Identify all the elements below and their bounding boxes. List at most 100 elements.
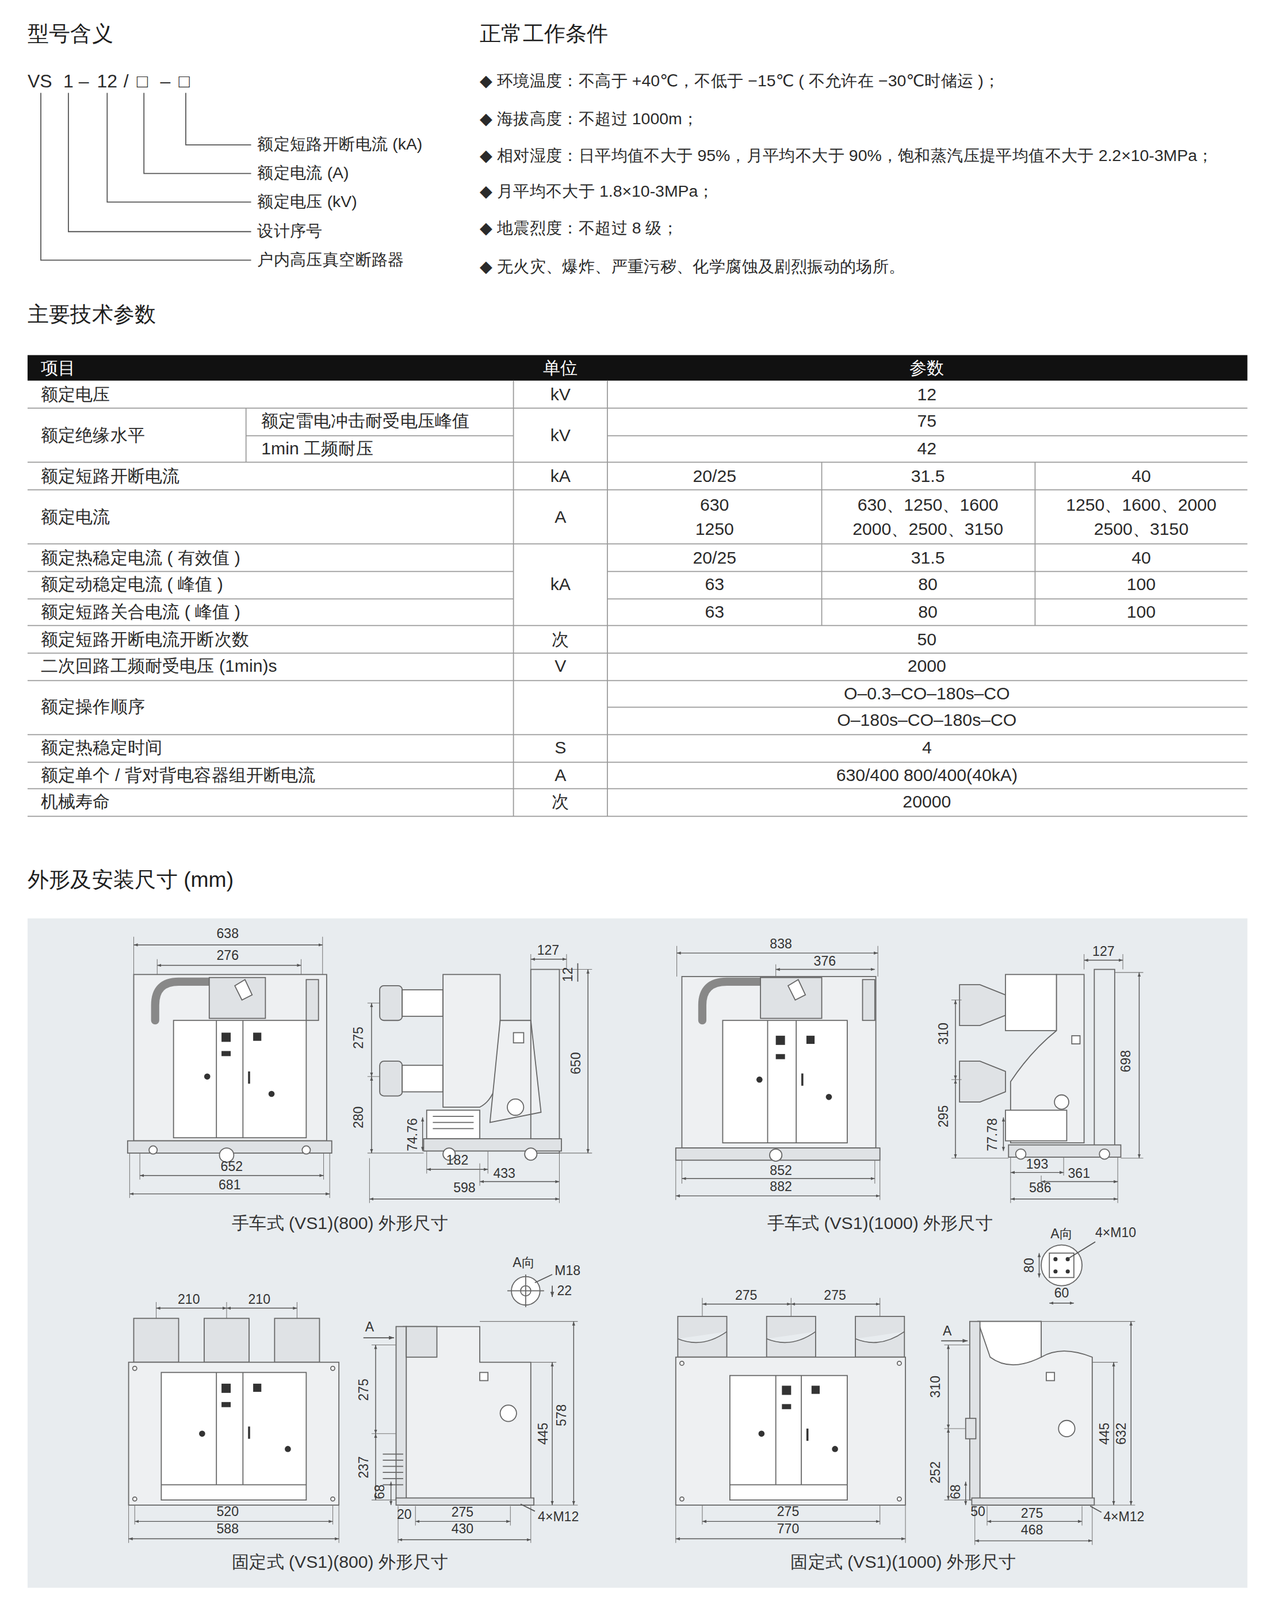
model-meaning-label: 额定电压 (kV) <box>257 192 358 212</box>
table-cell: 630 <box>700 495 729 516</box>
figure-caption: 手车式 (VS1)(1000) 外形尺寸 <box>767 1213 993 1234</box>
model-code-part: / <box>123 71 129 93</box>
model-code-part: – <box>160 71 171 93</box>
dimension-value: 68 <box>373 1484 389 1500</box>
condition-item: ◆ 月平均不大于 1.8×10-3MPa； <box>479 182 715 202</box>
dimension-value: 68 <box>949 1484 965 1500</box>
table-cell: 50 <box>917 629 938 651</box>
dimension-value: 22 <box>557 1284 573 1301</box>
table-cell: 20000 <box>902 792 951 813</box>
dimension-value: 681 <box>218 1178 242 1194</box>
dimension-value: 598 <box>453 1181 476 1198</box>
table-cell: kV <box>550 425 571 446</box>
dimension-value: 295 <box>936 1105 952 1129</box>
table-cell: S <box>554 738 567 759</box>
dimension-value: 275 <box>735 1288 758 1305</box>
table-cell: 额定短路关合电流 ( 峰值 ) <box>40 602 241 623</box>
table-cell: 额定单个 / 背对背电容器组开断电流 <box>40 765 316 786</box>
dimension-value: 882 <box>769 1180 793 1196</box>
table-cell: 额定短路开断电流 <box>40 466 180 487</box>
table-cell: 2000、2500、3150 <box>852 519 1004 540</box>
dimension-value: A向 <box>1050 1227 1073 1244</box>
dimension-value: 310 <box>936 1022 952 1046</box>
table-cell: 额定绝缘水平 <box>40 425 145 446</box>
table-cell: 100 <box>1126 602 1156 623</box>
dimension-value: 80 <box>1022 1258 1038 1273</box>
dimension-value: 852 <box>769 1164 793 1180</box>
model-code-part: 1 <box>63 71 74 93</box>
table-cell: 31.5 <box>911 548 946 569</box>
dimension-value: 210 <box>177 1292 201 1309</box>
table-cell: 20/25 <box>692 466 737 487</box>
model-meaning-label: 户内高压真空断路器 <box>257 250 405 270</box>
figure-caption: 固定式 (VS1)(800) 外形尺寸 <box>231 1552 448 1573</box>
table-cell: 31.5 <box>911 466 946 487</box>
dimension-value: 578 <box>555 1404 571 1428</box>
dimension-value: A <box>365 1320 374 1336</box>
dimension-value: 237 <box>356 1456 373 1479</box>
table-cell: 1250 <box>695 519 734 540</box>
dimension-value: 698 <box>1119 1050 1135 1073</box>
dimension-value: 588 <box>216 1522 239 1538</box>
truck-800-front <box>127 937 332 1199</box>
dimension-value: 430 <box>451 1522 474 1538</box>
table-cell: 额定热稳定时间 <box>40 738 163 759</box>
fixed-800-front <box>128 1302 340 1544</box>
dimension-value: 433 <box>492 1167 516 1183</box>
truck-1000-side <box>951 954 1144 1204</box>
table-cell: 75 <box>917 411 938 432</box>
fixed-1000-front <box>675 1298 906 1544</box>
figure-caption: 固定式 (VS1)(1000) 外形尺寸 <box>790 1552 1016 1573</box>
section-heading: 主要技术参数 <box>27 301 157 327</box>
fixed-1000-side <box>941 1241 1135 1546</box>
dimension-value: 838 <box>769 937 793 954</box>
model-meaning-label: 额定短路开断电流 (kA) <box>257 135 423 155</box>
dimension-value: 275 <box>451 1505 474 1522</box>
figure-caption: 手车式 (VS1)(800) 外形尺寸 <box>231 1213 448 1234</box>
table-cell: 额定电流 <box>40 507 111 528</box>
table-cell: O–180s–CO–180s–CO <box>836 710 1017 731</box>
condition-item: ◆ 无火灾、爆炸、严重污秽、化学腐蚀及剧烈振动的场所。 <box>479 258 906 278</box>
table-cell: kA <box>550 466 571 487</box>
section-heading: 正常工作条件 <box>479 21 609 47</box>
model-leaders <box>40 92 252 261</box>
dimension-value: 127 <box>1092 944 1115 961</box>
dimension-value: 276 <box>216 948 239 965</box>
table-cell: 机械寿命 <box>40 792 111 813</box>
table-cell: 630、1250、1600 <box>857 495 999 516</box>
parameter-table <box>27 354 1248 817</box>
dimension-value: 77.78 <box>985 1118 1001 1152</box>
dimension-value: 638 <box>216 927 239 943</box>
table-cell: 80 <box>918 602 938 623</box>
dimension-value: 182 <box>446 1153 469 1170</box>
dimension-value: 275 <box>356 1378 373 1402</box>
table-cell: 额定电压 <box>40 384 111 405</box>
model-code-part: 12 <box>97 71 118 93</box>
model-meaning-label: 额定电流 (A) <box>257 163 349 183</box>
table-cell: 100 <box>1126 574 1156 595</box>
dimension-value: 445 <box>1098 1423 1114 1446</box>
model-code-part: □ <box>136 71 148 93</box>
dimension-value: A向 <box>512 1255 535 1272</box>
table-header-cell: 项目 <box>40 358 76 379</box>
table-cell: kA <box>550 574 571 595</box>
table-cell: 4 <box>922 738 932 759</box>
dimension-value: 650 <box>568 1052 585 1076</box>
table-cell: 2500、3150 <box>1094 519 1189 540</box>
model-code-part: – <box>78 71 90 93</box>
condition-item: ◆ 海拔高度：不超过 1000m； <box>479 109 699 129</box>
model-code-part: VS <box>27 71 53 93</box>
dimension-value: 310 <box>928 1375 944 1399</box>
table-cell: 12 <box>917 384 938 405</box>
dimension-value: 4×M12 <box>537 1509 579 1526</box>
truck-800-side <box>367 954 592 1204</box>
section-heading: 外形及安装尺寸 (mm) <box>27 867 234 893</box>
dimension-value: 361 <box>1067 1167 1091 1183</box>
dimension-value: 632 <box>1114 1423 1130 1446</box>
dimension-value: 20 <box>396 1507 412 1524</box>
dimension-value: 210 <box>247 1292 271 1309</box>
table-cell: 次 <box>551 792 569 813</box>
dimension-value: 60 <box>1054 1286 1070 1302</box>
dimension-value: 193 <box>1026 1157 1049 1174</box>
table-cell: 额定动稳定电流 ( 峰值 ) <box>40 574 224 595</box>
